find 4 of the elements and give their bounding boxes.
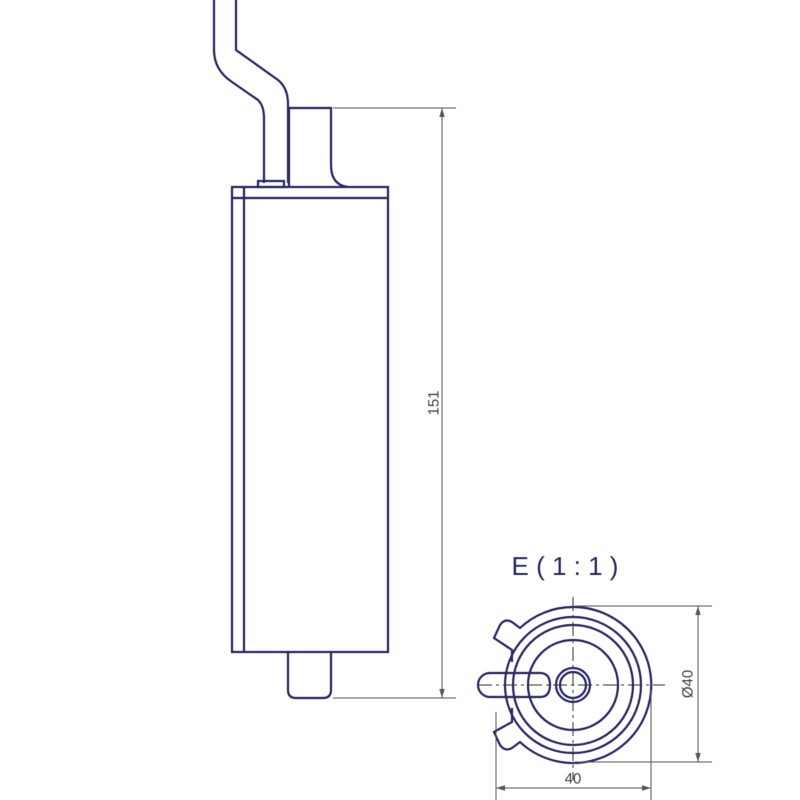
dimension-value: 151 — [426, 390, 442, 416]
dimension-value: 40 — [564, 772, 582, 786]
view-label: E ( 1 : 1 ) — [512, 553, 618, 579]
dimension-value: Ø40 — [680, 670, 696, 698]
